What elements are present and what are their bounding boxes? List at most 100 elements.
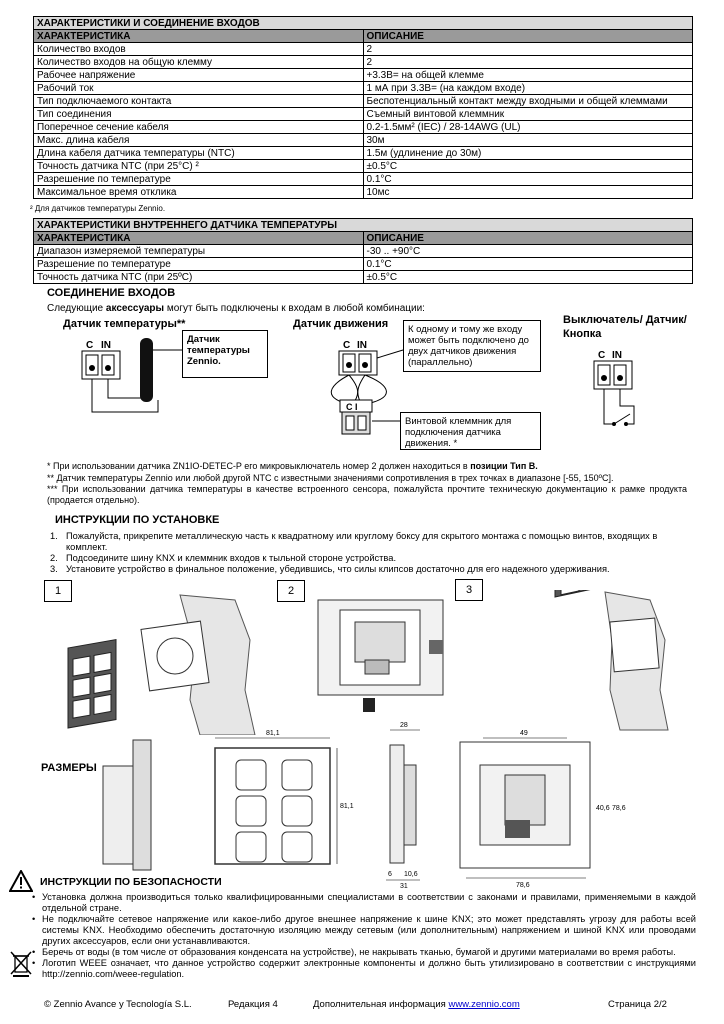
dim-label-10-6: 10,6 (404, 871, 418, 878)
spec-feature-cell: Поперечное сечение кабеля (33, 120, 364, 134)
temp-description-cell: 0.1°C (362, 257, 693, 271)
spec-description-cell: 1.5м (удлинение до 30м) (362, 146, 693, 160)
connection-intro: Следующие аксессуары могут быть подключе… (47, 303, 425, 314)
note1-bold: позиции Тип B. (470, 461, 538, 471)
dim-label-31: 31 (400, 883, 408, 890)
install-step: 3. Установите устройство в финальное поло… (32, 564, 697, 575)
temp-sensor-terminal: C IN (81, 338, 182, 413)
dim-label-depth: 28 (400, 722, 408, 729)
note1-pre: * При использовании датчика ZN1IO-DETEC-… (47, 461, 471, 471)
dim-label-40-6: 40,6 (596, 805, 610, 812)
motion-sensor-label: Датчик движения (293, 318, 389, 330)
term-c-label: C (598, 350, 605, 361)
spec-row: Длина кабеля датчика температуры (NTC)1.… (33, 146, 693, 160)
term-c-label: C (86, 340, 93, 351)
figure-number-2: 2 (277, 580, 305, 602)
spec-col-header-feature: ХАРАКТЕРИСТИКА (33, 29, 364, 43)
temp-feature-cell: Разрешение по температуре (33, 257, 364, 271)
temp-col-header-description: ОПИСАНИЕ (362, 231, 693, 245)
temp-sensor-label: Датчик температуры** (63, 318, 186, 330)
spec-description-cell: ±0.5°C (362, 159, 693, 173)
safety-item: Не подключайте сетевое напряжение или ка… (32, 914, 696, 947)
zennio-link[interactable]: www.zennio.com (448, 999, 520, 1010)
inputs-spec-table: ХАРАКТЕРИСТИКИ И СОЕДИНЕНИЕ ВХОДОВ ХАРАК… (33, 16, 693, 199)
switch-terminal: C IN (593, 350, 635, 426)
dim-label-78-6-h: 78,6 (516, 882, 530, 889)
footer-more-info: Дополнительная информация www.zennio.com (313, 999, 520, 1010)
temp-table-title: ХАРАКТЕРИСТИКИ ВНУТРЕННЕГО ДАТЧИКА ТЕМПЕ… (33, 218, 693, 232)
screw-terminal-callout: Винтовой клеммник для подключения датчик… (400, 412, 541, 450)
spec-description-cell: 0.2-1.5мм² (IEC) / 28-14AWG (UL) (362, 120, 693, 134)
spec-description-cell: 2 (362, 55, 693, 69)
spec-feature-cell: Количество входов на общую клемму (33, 55, 364, 69)
intro-post: могут быть подключены к входам в любой к… (164, 303, 425, 314)
temp-sensor-callout: Датчик температуры Zennio. (182, 330, 268, 378)
spec-feature-cell: Рабочий ток (33, 81, 364, 95)
temp-description-cell: ±0.5°C (362, 270, 693, 284)
connection-note-1: * При использовании датчика ZN1IO-DETEC-… (47, 461, 538, 472)
spec-feature-cell: Максимальное время отклика (33, 185, 364, 199)
intro-pre: Следующие (47, 303, 106, 314)
spec-feature-cell: Макс. длина кабеля (33, 133, 364, 147)
temp-description-cell: -30 .. +90°C (362, 244, 693, 258)
spec-feature-cell: Разрешение по температуре (33, 172, 364, 186)
spec-description-cell: Беспотенциальный контакт между входными … (362, 94, 693, 108)
safety-item: Логотип WEEE означает, что данное устрой… (32, 958, 696, 980)
install-steps: 1.Пожалуйста, прикрепите металлическую ч… (32, 531, 697, 575)
connection-note-3: *** При использовании датчика температур… (47, 484, 687, 505)
install-step-text: Пожалуйста, прикрепите металлическую час… (66, 531, 658, 552)
warning-triangle-icon (9, 870, 33, 892)
temp-spec-table: ХАРАКТЕРИСТИКИ ВНУТРЕННЕГО ДАТЧИКА ТЕМПЕ… (33, 218, 693, 284)
dimensions-heading: РАЗМЕРЫ (41, 762, 97, 774)
intro-bold: аксессуары (105, 303, 165, 314)
connection-heading: СОЕДИНЕНИЕ ВХОДОВ (47, 287, 176, 299)
safety-heading: ИНСТРУКЦИИ ПО БЕЗОПАСНОСТИ (40, 876, 222, 888)
spec-feature-cell: Рабочее напряжение (33, 68, 364, 82)
spec-feature-cell: Длина кабеля датчика температуры (NTC) (33, 146, 364, 160)
spec-description-cell: +3.3В= на общей клемме (362, 68, 693, 82)
spec-description-cell: Съемный винтовой клеммник (362, 107, 693, 121)
dim-label-49: 49 (520, 730, 528, 737)
dimension-drawings: 81,1 81,1 28 6 10,6 31 49 40,6 78,6 78,6 (102, 722, 626, 890)
dim-label-78-6-v: 78,6 (612, 805, 626, 812)
install-step-number: 2. (50, 553, 58, 563)
dim-label-6: 6 (388, 871, 392, 878)
figure-number-1: 1 (44, 580, 72, 602)
dim-label-front-height: 81,1 (340, 803, 354, 810)
spec-feature-cell: Тип подключаемого контакта (33, 94, 364, 108)
temp-feature-cell: Точность датчика NTC (при 25ºC) (33, 270, 364, 284)
term-in-label: IN (357, 340, 367, 351)
spec-feature-cell: Количество входов (33, 42, 364, 56)
temp-row: Диапазон измеряемой температуры-30 .. +9… (33, 244, 693, 258)
spec-description-cell: 10мс (362, 185, 693, 199)
spec-feature-cell: Тип соединения (33, 107, 364, 121)
install-heading: ИНСТРУКЦИИ ПО УСТАНОВКЕ (55, 514, 220, 526)
switch-label: Выключатель/ Датчик/Кнопка (563, 314, 687, 340)
install-step: 2.Подсоедините шину KNX и клеммник входо… (32, 553, 697, 564)
footer-page: Страница 2/2 (608, 999, 667, 1010)
spec-footnote: ² Для датчиков температуры Zennio. (30, 204, 166, 213)
term-c-label: C (343, 340, 350, 351)
temp-row: Точность датчика NTC (при 25ºC)±0.5°C (33, 270, 693, 284)
spec-feature-cell: Точность датчика NTC (при 25°C) ² (33, 159, 364, 173)
ntc-probe (140, 338, 153, 402)
safety-item: Беречь от воды (в том числе от образован… (32, 947, 696, 958)
term-in-label: IN (101, 340, 111, 351)
install-step-text: Установите устройство в финальное положе… (66, 564, 610, 574)
footer-company: © Zennio Avance y Tecnología S.L. (44, 999, 192, 1010)
install-step-number: 3. (50, 564, 58, 574)
spec-row: Точность датчика NTC (при 25°C) ²±0.5°C (33, 159, 693, 173)
footer-more-info-text: Дополнительная информация (313, 999, 449, 1010)
figure-number-3: 3 (455, 579, 483, 601)
weee-bin-icon (10, 951, 32, 977)
footer-edition: Редакция 4 (228, 999, 278, 1010)
